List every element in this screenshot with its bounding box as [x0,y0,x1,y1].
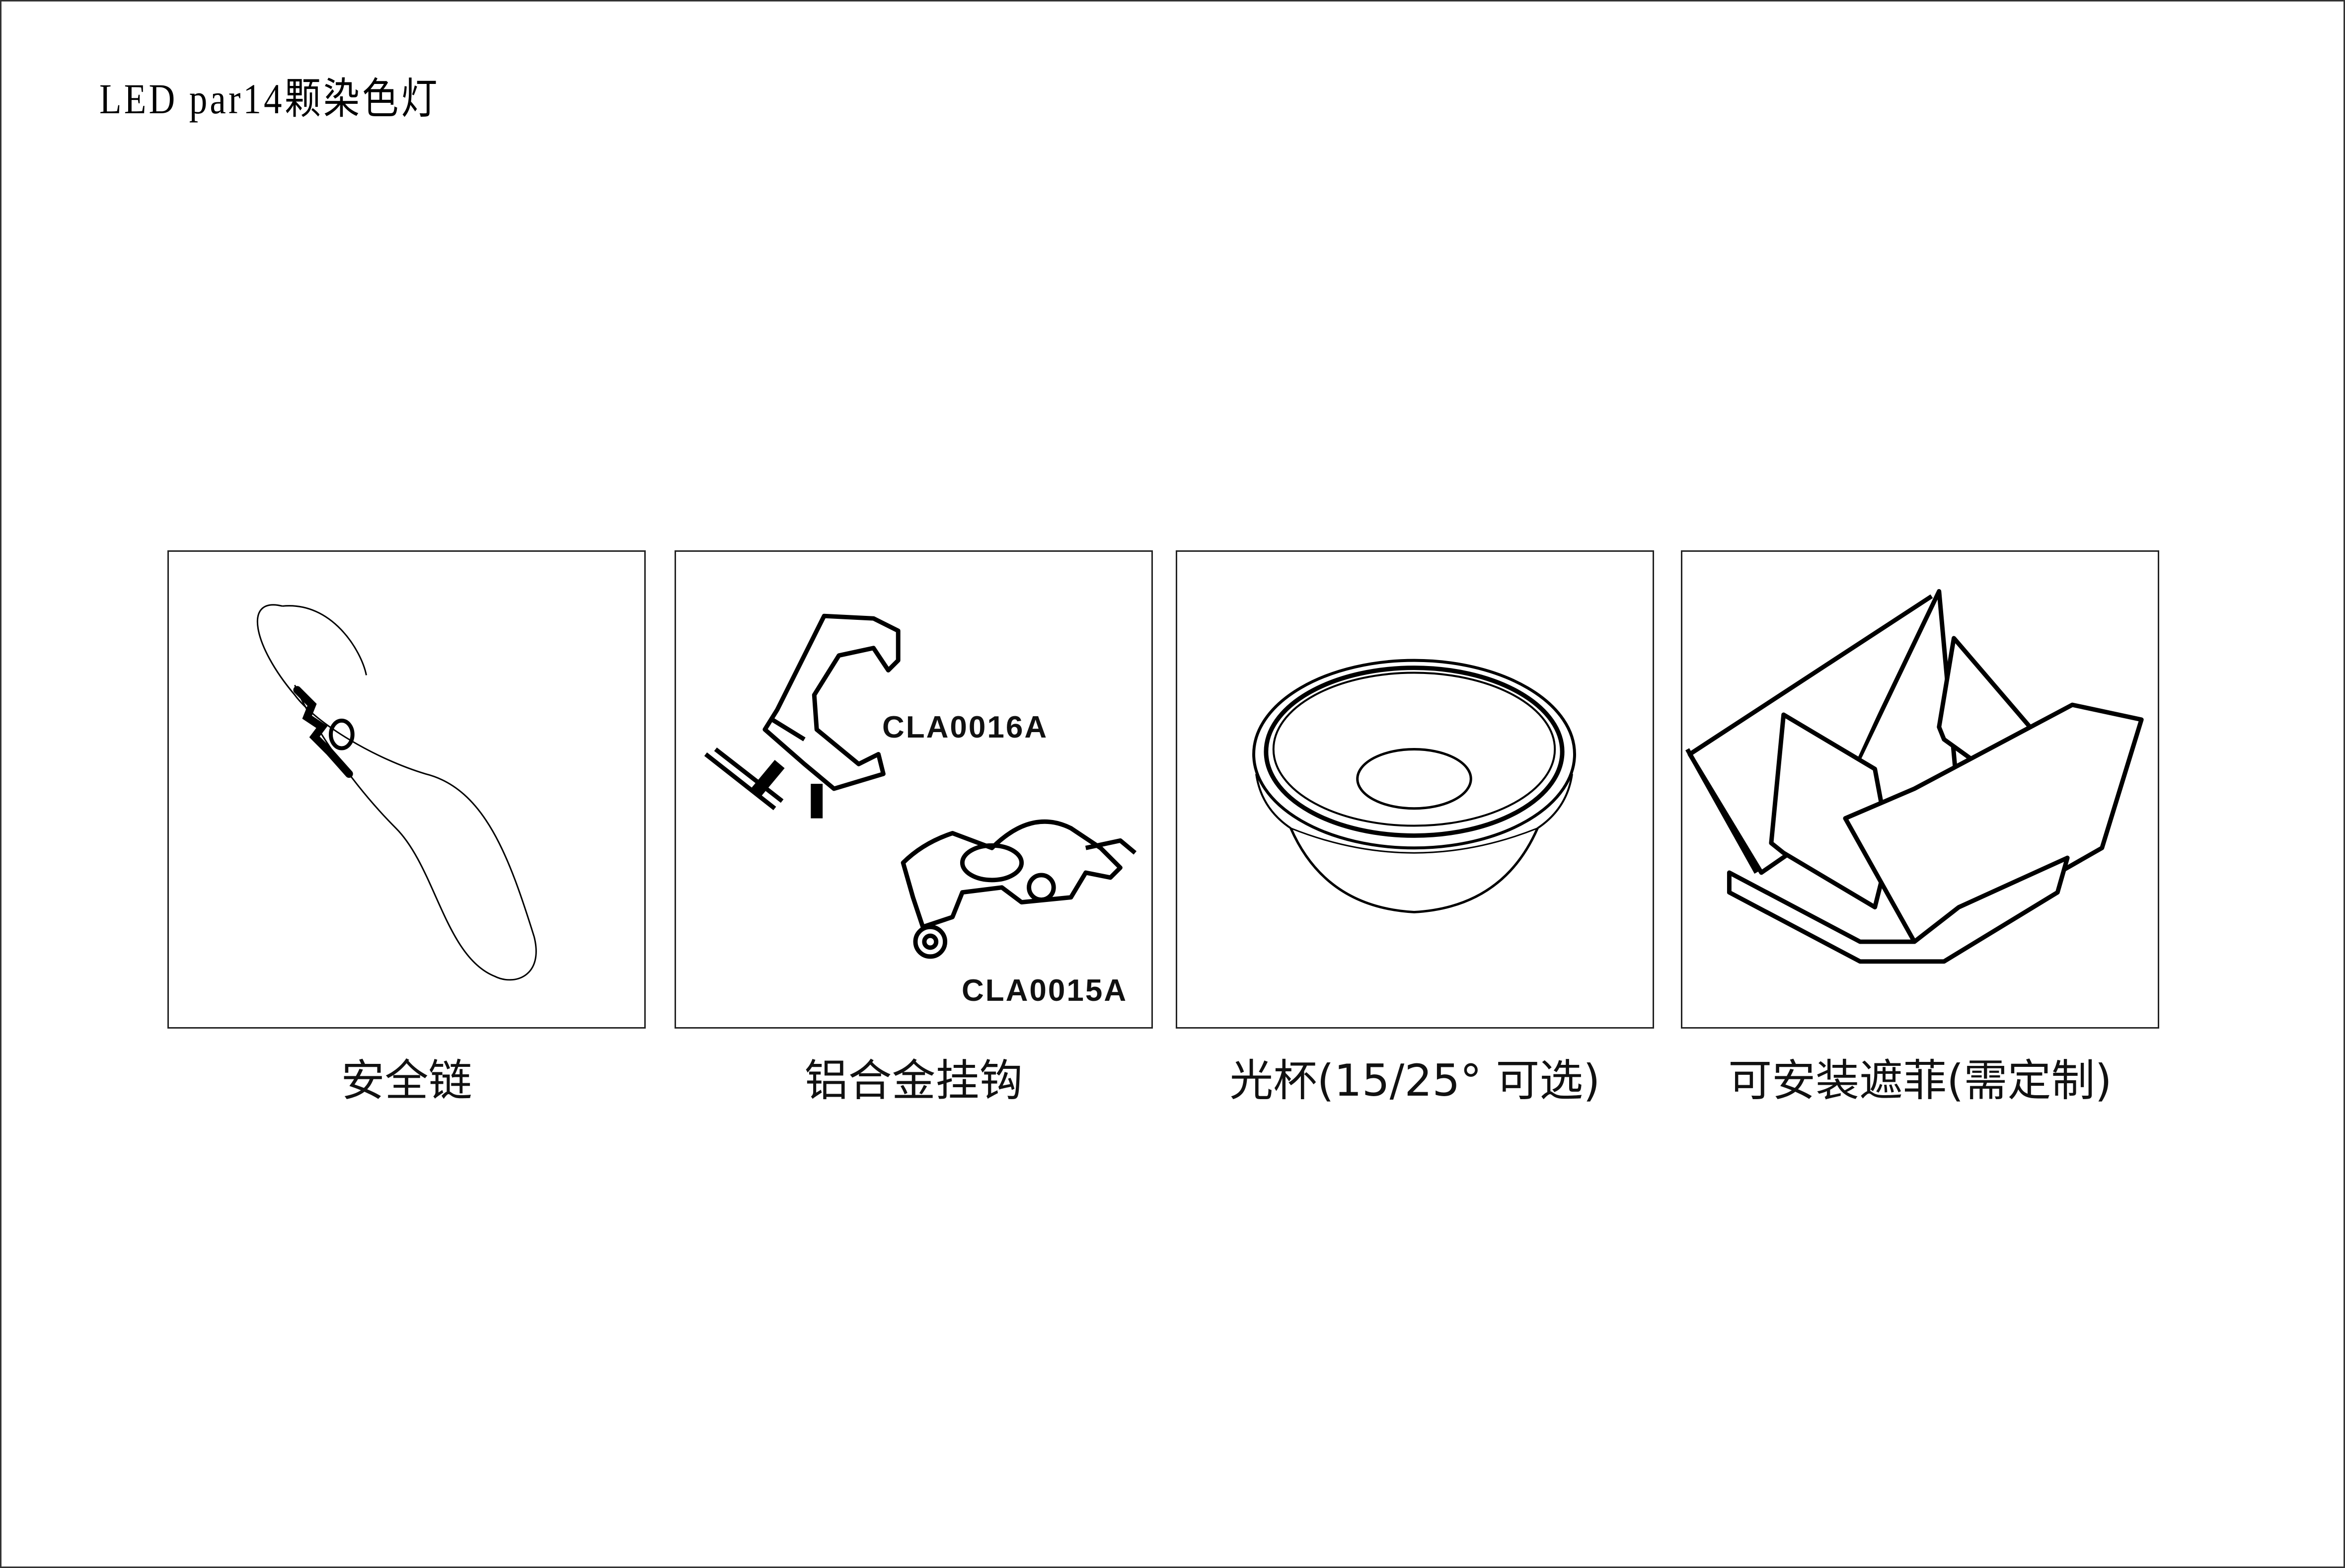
clamps-panel: CLA0016A CLA0015A [675,550,1153,1029]
clamp-code-cla0016a: CLA0016A [882,710,1049,745]
reflector-cup-icon [1252,659,1576,913]
clamp-code-cla0015a: CLA0015A [962,973,1128,1008]
clamps-caption: 铝合金挂钩 [804,1055,1023,1106]
barn-doors-icon [1685,589,2144,964]
barn-doors-caption: 可安装遮菲(需定制) [1728,1055,2112,1106]
safety-cable-panel [167,550,646,1029]
page-title: LED par14颗染色灯 [99,75,440,123]
barn-doors-panel [1681,550,2159,1029]
safety-cable-caption: 安全链 [341,1055,472,1106]
safety-cable-icon [256,604,537,981]
aluminum-clamp-icon [704,613,1137,959]
reflector-cup-panel [1176,550,1654,1029]
reflector-cup-caption: 光杯(15/25° 可选) [1229,1055,1600,1106]
